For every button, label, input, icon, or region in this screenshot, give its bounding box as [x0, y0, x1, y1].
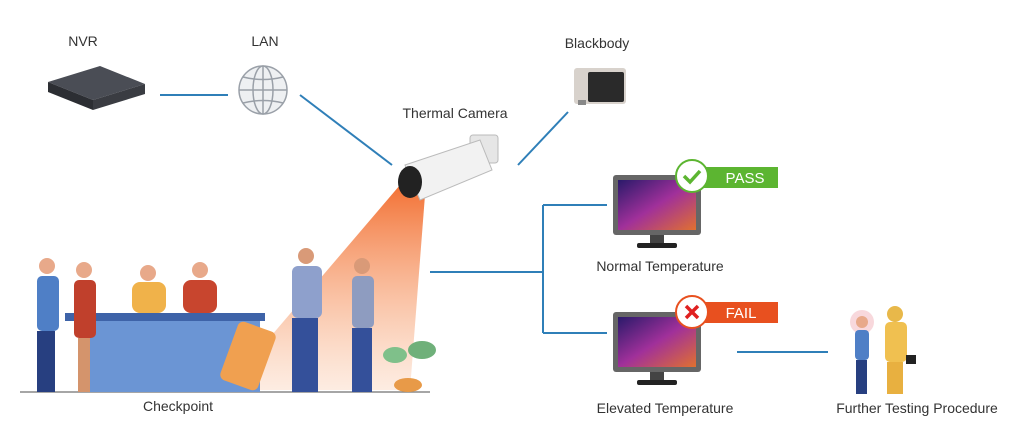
connection-lines	[160, 94, 828, 353]
checkpoint-label: Checkpoint	[143, 398, 213, 414]
monitor-elevated	[613, 312, 701, 385]
thermal-camera-icon	[398, 134, 499, 201]
pass-label: PASS	[726, 170, 765, 187]
nvr-label: NVR	[68, 33, 98, 49]
further-testing-label: Further Testing Procedure	[836, 400, 998, 416]
fail-label: FAIL	[726, 305, 757, 322]
globe-icon	[238, 65, 288, 115]
further-testing-illustration	[850, 306, 916, 394]
blackbody-icon	[574, 68, 626, 105]
lan-label: LAN	[251, 33, 278, 49]
x-icon	[684, 304, 700, 320]
check-icon	[682, 169, 702, 185]
checkpoint-scene	[20, 248, 436, 393]
fail-badge: FAIL	[675, 295, 778, 329]
elevated-temperature-label: Elevated Temperature	[597, 400, 734, 416]
pass-badge: PASS	[675, 159, 778, 193]
normal-temperature-label: Normal Temperature	[596, 258, 724, 274]
nvr-icon	[48, 66, 145, 110]
thermal-camera-label: Thermal Camera	[402, 105, 507, 121]
blackbody-label: Blackbody	[565, 35, 630, 51]
